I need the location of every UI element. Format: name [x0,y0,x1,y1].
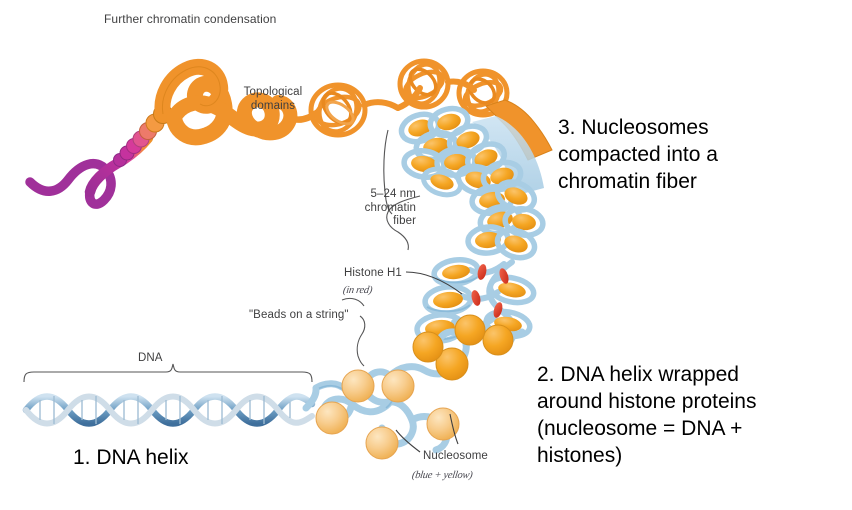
label-histone-h1: Histone H1 [344,267,402,279]
fiber-bracket [383,129,393,215]
stage-beads-on-a-string [312,314,526,460]
histone-h1-marker [471,290,481,306]
annotation-step-2: 2. DNA helix wrapped around histone prot… [537,363,757,467]
dna-double-helix [22,393,316,427]
nucleosome-bead [315,401,349,435]
histone-h1-marker [477,264,487,280]
histone-h1-note-line [341,297,365,307]
nucleosome-beads [315,314,514,460]
stage-topological-domains [308,58,510,138]
nucleosome-bead [435,347,469,381]
nucleosome-bead [426,407,460,441]
nucleosome-bead [365,426,399,460]
label-beads-on-a-string: "Beads on a string" [249,309,349,321]
handwritten-note-nucleosome-color: (blue + yellow) [411,470,474,481]
histone-h1-marker [499,268,509,284]
dna-bracket [23,363,313,383]
histone-h1-leader-line [405,271,463,295]
stage-further-condensation [25,58,322,209]
nucleosome-bead [454,314,486,346]
fiber-leader-line [386,195,421,251]
nucleosome-bead [482,324,514,356]
chromatin-sheath [472,116,544,196]
topological-domain-ball-3 [456,68,510,118]
stage-dna-helix [22,363,320,427]
nucleosome-leader-line [395,429,421,453]
label-dna: DNA [138,352,163,364]
beads-leader-line [356,315,366,367]
annotation-step-1: 1. DNA helix [73,446,189,469]
nucleosome-disc [487,274,537,306]
annotation-step-3: 3. Nucleosomes compacted into a chromati… [558,116,718,193]
chromatin-loop-2 [166,92,280,138]
topological-domain-ball-2 [397,58,451,110]
topological-domain-ball-1 [308,82,368,138]
label-further-chromatin-condensation: Further chromatin condensation [104,12,277,26]
label-chromatin-fiber: 5–24 nm chromatin fiber [364,188,416,227]
label-nucleosome: Nucleosome [423,450,488,462]
nucleosome-cluster-dense [398,105,546,261]
nucleosome-bead [412,331,444,363]
chromatin-linker-2 [361,99,401,111]
histone-h1-marker [493,302,503,318]
chromatin-linker-3 [445,78,477,93]
dna-helix-to-beads-link [302,386,320,412]
chromatin-loop-3 [251,95,298,141]
nucleosome-bead [381,369,415,403]
handwritten-note-histone-h1-color: (in red) [342,285,373,296]
nucleosome-bead [341,369,375,403]
label-topological-domains: Topological domains [243,86,303,112]
nucleosome-leader-line-2 [449,413,459,445]
